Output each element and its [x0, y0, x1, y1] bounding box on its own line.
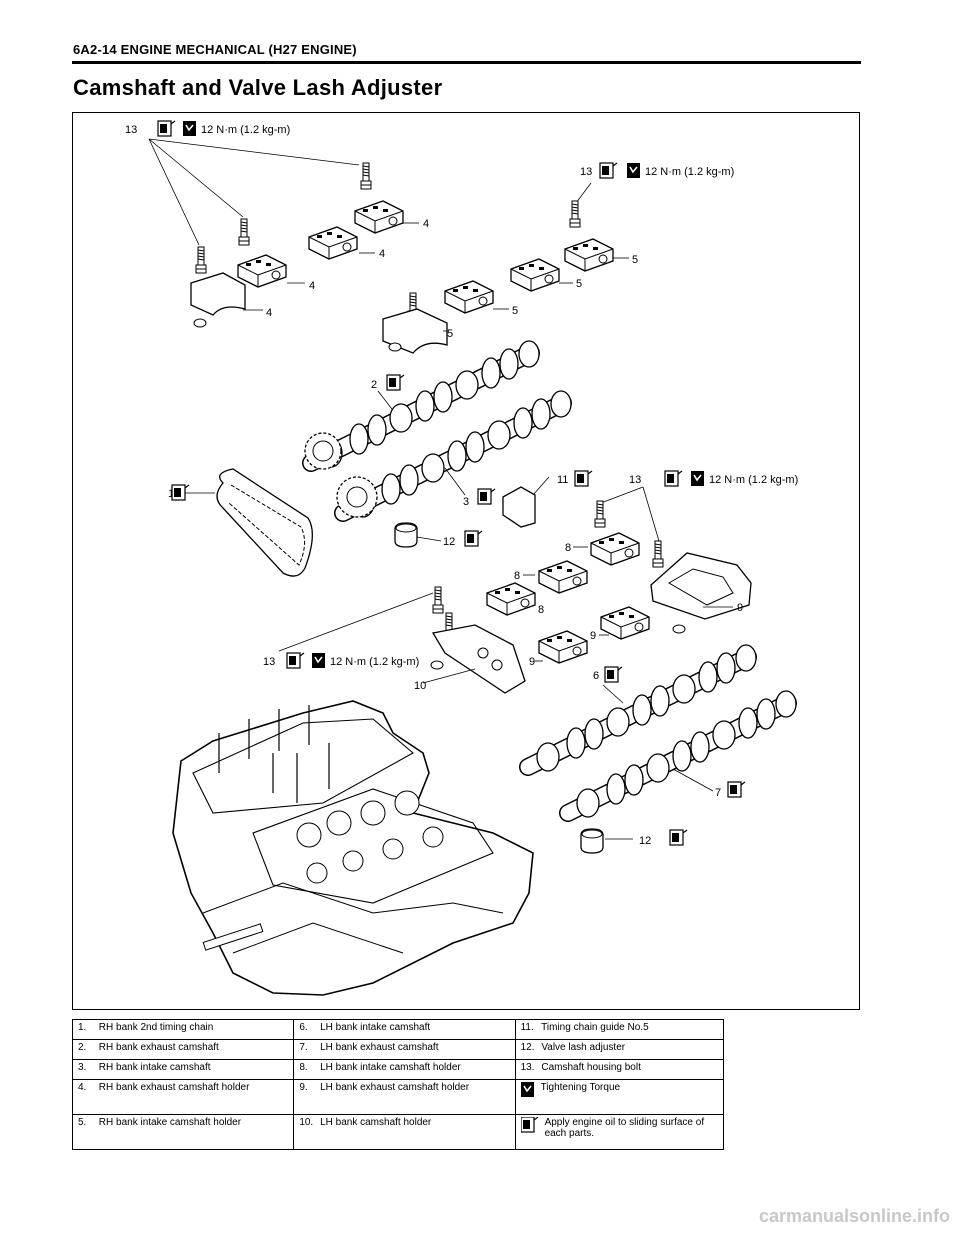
page-title: Camshaft and Valve Lash Adjuster [73, 75, 443, 100]
callout-13-b: 13 [580, 166, 592, 178]
torque-label-a: 12 N·m (1.2 kg-m) [201, 124, 290, 136]
callout-4-a: 4 [423, 218, 429, 230]
legend-cell: 10. LH bank camshaft holder [293, 1114, 516, 1150]
callout-10: 10 [414, 680, 426, 692]
exploded-diagram-svg: 13 12 N·m (1.2 kg-m) 4 4 4 4 13 12 N·m (… [125, 120, 861, 996]
callout-8-a: 8 [565, 542, 571, 554]
callout-8-b: 8 [514, 570, 520, 582]
torque-wrench-icon [520, 1082, 535, 1101]
legend-cell: 6. LH bank intake camshaft [293, 1019, 516, 1040]
legend-cell: 8. LH bank intake camshaft holder [293, 1059, 516, 1080]
callout-13-c: 13 [629, 474, 641, 486]
legend-cell: Apply engine oil to sliding surface of e… [514, 1114, 725, 1150]
legend-cell: 9. LH bank exhaust camshaft holder [293, 1079, 516, 1115]
callout-7: 7 [715, 787, 721, 799]
exploded-diagram: 13 12 N·m (1.2 kg-m) 4 4 4 4 13 12 N·m (… [72, 112, 860, 1010]
legend-cell: 4. RH bank exhaust camshaft holder [71, 1079, 295, 1115]
legend-row: 1. RH bank 2nd timing chain 6. LH bank i… [71, 1019, 725, 1040]
section-header: 6A2-14 ENGINE MECHANICAL (H27 ENGINE) [73, 42, 357, 57]
callout-4-c: 4 [309, 280, 315, 292]
callout-4-b: 4 [379, 248, 385, 260]
header-rule [72, 61, 861, 64]
legend-cell: 1. RH bank 2nd timing chain [71, 1019, 295, 1040]
callout-9-c: 9 [529, 656, 535, 668]
callout-5-a: 5 [632, 254, 638, 266]
callout-6: 6 [593, 670, 599, 682]
parts-legend: 1. RH bank 2nd timing chain 6. LH bank i… [71, 1019, 725, 1150]
legend-row: 5. RH bank intake camshaft holder 10. LH… [71, 1114, 725, 1150]
callout-9-b: 9 [590, 630, 596, 642]
legend-row: 3. RH bank intake camshaft 8. LH bank in… [71, 1059, 725, 1080]
legend-row: 4. RH bank exhaust camshaft holder 9. LH… [71, 1079, 725, 1115]
torque-label-c: 12 N·m (1.2 kg-m) [709, 474, 798, 486]
engine-block [172, 700, 534, 996]
callout-5-b: 5 [576, 278, 582, 290]
legend-cell: 5. RH bank intake camshaft holder [71, 1114, 295, 1150]
legend-cell: 13. Camshaft housing bolt [514, 1059, 725, 1080]
legend-cell: 7. LH bank exhaust camshaft [293, 1039, 516, 1060]
callout-8-c: 8 [538, 604, 544, 616]
legend-cell: Tightening Torque [514, 1079, 725, 1115]
callout-13-d: 13 [263, 656, 275, 668]
oil-can-icon [519, 1116, 539, 1136]
torque-label-d: 12 N·m (1.2 kg-m) [330, 656, 419, 668]
callout-12-b: 12 [639, 835, 651, 847]
callout-9-a: 9 [737, 602, 743, 614]
legend-cell: 3. RH bank intake camshaft [71, 1059, 295, 1080]
callout-13-a: 13 [125, 124, 137, 136]
legend-cell: 2. RH bank exhaust camshaft [71, 1039, 295, 1060]
callout-12-a: 12 [443, 536, 455, 548]
legend-row: 2. RH bank exhaust camshaft 7. LH bank e… [71, 1039, 725, 1060]
callout-3: 3 [463, 496, 469, 508]
callout-1: 1 [168, 488, 174, 500]
callout-4-d: 4 [266, 307, 272, 319]
watermark: carmanualsonline.info [758, 1206, 950, 1226]
callout-5-c: 5 [512, 305, 518, 317]
legend-cell: 11. Timing chain guide No.5 [514, 1019, 725, 1040]
legend-cell: 12. Valve lash adjuster [514, 1039, 725, 1060]
callout-2: 2 [371, 379, 377, 391]
torque-label-b: 12 N·m (1.2 kg-m) [645, 166, 734, 178]
callout-5-d: 5 [447, 328, 453, 340]
callout-11: 11 [557, 474, 568, 486]
